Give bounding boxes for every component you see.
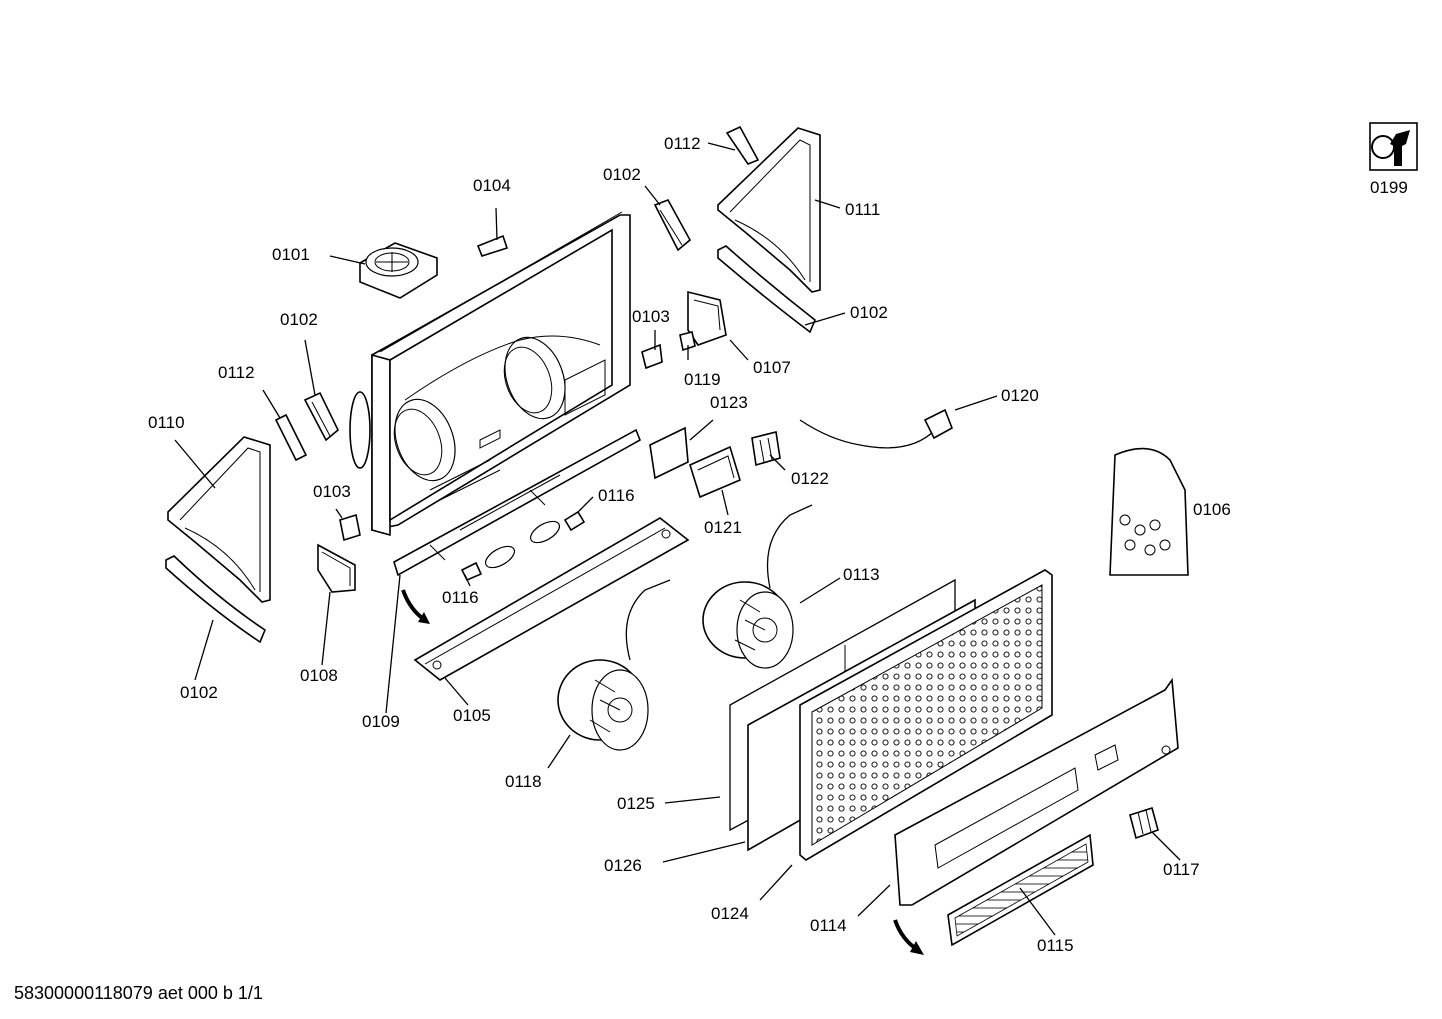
callout-0121: 0121 (704, 518, 742, 537)
callout-0102-left: 0102 (280, 310, 318, 329)
part-0102-right-strip (717, 245, 816, 334)
callout-0104: 0104 (473, 176, 511, 195)
callout-0112-left: 0112 (218, 363, 255, 382)
callout-0112-top: 0112 (664, 134, 701, 153)
part-0120-power-cord (799, 408, 953, 449)
callout-0115: 0115 (1037, 936, 1074, 955)
callout-0120: 0120 (1001, 386, 1039, 405)
callout-0106: 0106 (1193, 500, 1231, 519)
arrow-head-icon (418, 612, 430, 624)
part-0108-bracket (317, 543, 356, 593)
callout-0122: 0122 (791, 469, 829, 488)
callout-0110: 0110 (148, 413, 185, 432)
part-0102-left-bracket (303, 391, 339, 442)
part-0114-front-panel (894, 677, 1179, 906)
part-0119-switch (679, 331, 696, 352)
arrow-icon (401, 589, 427, 622)
part-0124-grease-filter (799, 569, 1053, 861)
part-0112-left-strip (274, 413, 308, 462)
part-0111-side-panel (717, 127, 821, 293)
callout-0125: 0125 (617, 794, 655, 813)
callout-0102-top: 0102 (603, 165, 641, 184)
arrow-head-icon (910, 941, 924, 955)
callout-0124: 0124 (711, 904, 749, 923)
part-0117-switch (1129, 806, 1159, 840)
wire-fan-upper (766, 504, 813, 589)
callout-0107: 0107 (753, 358, 791, 377)
part-0106-hardware-bag (1109, 447, 1189, 576)
callout-0108: 0108 (300, 666, 338, 685)
part-0103-clip-top (641, 343, 663, 370)
callout-0103-left: 0103 (313, 482, 351, 501)
part-0116-lamp-left (460, 545, 516, 582)
callout-0111: 0111 (845, 200, 880, 219)
part-0116-lamp-right (529, 510, 586, 544)
wire-fan-lower (625, 579, 671, 661)
callout-0117: 0117 (1163, 860, 1200, 879)
part-0105-cover-plate (413, 517, 690, 681)
callout-0116-left: 0116 (442, 588, 479, 607)
part-0103-clip-left (339, 513, 361, 542)
wrench-tool-icon (1369, 122, 1418, 171)
part-0101-fan-module (359, 242, 438, 299)
part-0102-top-bracket (653, 199, 692, 252)
callout-0113: 0113 (843, 565, 880, 584)
part-0121-terminal-box (689, 445, 741, 499)
part-0122-connector (751, 431, 781, 467)
callout-0114: 0114 (810, 916, 847, 935)
part-housing-frame (349, 211, 631, 537)
leader-lines (174, 142, 1181, 936)
part-0104-clip (476, 234, 509, 257)
callout-0101: 0101 (272, 245, 310, 264)
callout-0105: 0105 (453, 706, 491, 725)
callout-0123: 0123 (710, 393, 748, 412)
callout-0102-right: 0102 (850, 303, 888, 322)
part-0118-fan-wheel (557, 659, 649, 751)
callout-0119: 0119 (684, 370, 721, 389)
callout-0126: 0126 (604, 856, 642, 875)
part-0123-control-board (649, 426, 689, 480)
part-0107-bracket (687, 290, 727, 346)
part-0109-light-rail (393, 428, 642, 577)
callout-0102-bottom: 0102 (180, 683, 218, 702)
callout-0116-right: 0116 (598, 486, 635, 505)
callout-labels: 0112 0102 0104 0101 0111 0102 0102 0112 … (148, 134, 1408, 955)
part-0112-top-strip (725, 125, 760, 165)
callout-0109: 0109 (362, 712, 400, 731)
callout-0199: 0199 (1370, 178, 1408, 197)
callout-0118: 0118 (505, 772, 542, 791)
document-footer: 58300000118079 aet 000 b 1/1 (14, 983, 263, 1003)
part-0102-bottom-strip (165, 555, 266, 644)
part-0110-side-panel (167, 436, 271, 603)
callout-0103-top: 0103 (632, 307, 670, 326)
part-0113-fan-wheel (702, 581, 794, 669)
